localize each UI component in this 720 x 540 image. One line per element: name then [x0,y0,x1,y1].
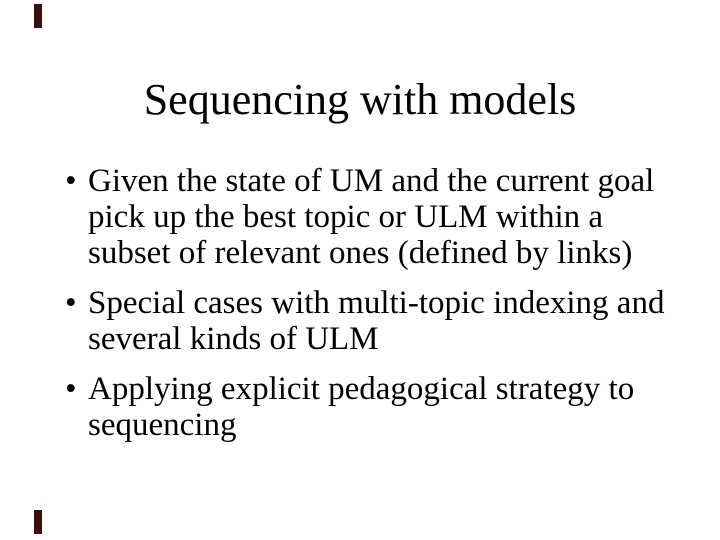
corner-mark-top [34,4,42,28]
bullet-icon: • [65,285,77,321]
bullet-line: Given the state of UM and the current go… [88,163,655,199]
bullet-text: Applying explicit pedagogical strategy t… [88,371,700,443]
bullet-icon: • [65,163,77,199]
bullet-text: Special cases with multi-topic indexing … [88,285,700,357]
bullet-line: pick up the best topic or ULM within a [88,199,604,235]
bullet-line: sequencing [88,407,237,443]
bullet-list: • Given the state of UM and the current … [60,163,700,457]
bullet-line: subset of relevant ones (defined by link… [88,235,633,271]
bullet-item: • Given the state of UM and the current … [60,163,700,271]
bullet-icon: • [65,371,77,407]
bullet-item: • Special cases with multi-topic indexin… [60,285,700,357]
bullet-line: Special cases with multi-topic indexing … [88,285,665,321]
corner-mark-bottom [34,510,42,534]
slide-title: Sequencing with models [143,75,577,124]
bullet-item: • Applying explicit pedagogical strategy… [60,371,700,443]
bullet-text: Given the state of UM and the current go… [88,163,700,271]
bullet-line: several kinds of ULM [88,321,379,357]
bullet-line: Applying explicit pedagogical strategy t… [88,371,635,407]
